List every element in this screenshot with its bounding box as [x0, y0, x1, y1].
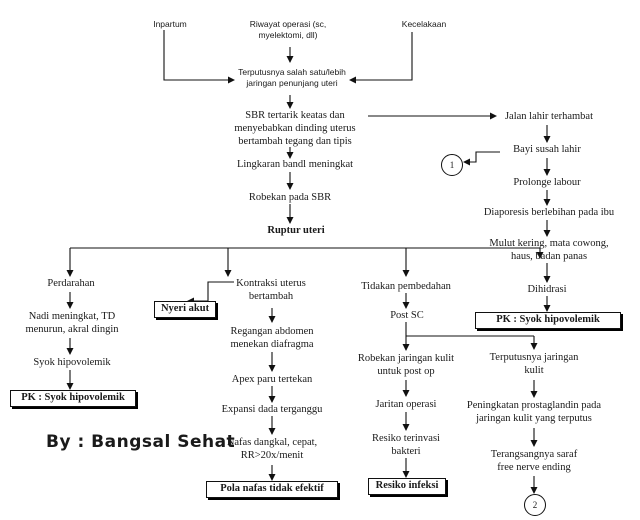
node-expansi-dada: Expansi dada terganggu [221, 404, 323, 415]
kontraksi-line-2: bertambah [248, 291, 294, 302]
regangan-line-2: menekan diafragma [230, 339, 314, 350]
box-pola-nafas: Pola nafas tidak efektif [206, 481, 338, 498]
node-robekan-sbr: Robekan pada SBR [248, 192, 332, 203]
resiko-line-2: bakteri [391, 446, 421, 457]
robekan-kulit-line-2: untuk post op [377, 366, 435, 377]
regangan-line-1: Regangan abdomen [230, 326, 314, 337]
node-lingkaran-bandl: Lingkaran bandl meningkat [236, 159, 354, 170]
sbr-line-1: SBR tertarik keatas dan [245, 110, 345, 121]
node-bayi-susah-lahir: Bayi susah lahir [513, 144, 581, 155]
mulut-line-1: Mulut kering, mata cowong, [489, 238, 609, 249]
arrow-kecelakaan [349, 32, 413, 84]
robekan-kulit-line-1: Robekan jaringan kulit [357, 353, 455, 364]
nafas-line-2: RR>20x/menit [240, 450, 304, 461]
node-resiko-terinvasi: Resiko terinvasi bakteri [360, 432, 452, 458]
node-prolonge-labour: Prolonge labour [513, 177, 581, 188]
peningkatan-line-2: jaringan kulit yang terputus [476, 413, 592, 424]
connector-2: 2 [524, 494, 546, 516]
terputusnya-kulit-line-2: kulit [524, 365, 544, 376]
node-nadi-meningkat: Nadi meningkat, TD menurun, akral dingin [16, 310, 128, 336]
node-tidakan-pembedahan: Tidakan pembedahan [361, 281, 451, 292]
kontraksi-line-1: Kontraksi uterus [236, 278, 306, 289]
arrow-inpartum [163, 30, 235, 84]
node-inpartum: Inpartum [153, 19, 187, 29]
node-terangsang-saraf: Terangsangnya saraf free nerve ending [484, 448, 584, 474]
node-sbr-tertarik: SBR tertarik keatas dan menyebabkan dind… [222, 109, 368, 148]
riwayat-line-1: Riwayat operasi (sc, [249, 19, 327, 29]
node-dihidrasi: Dihidrasi [527, 284, 567, 295]
node-kontraksi-uterus: Kontraksi uterus bertambah [226, 277, 316, 303]
terangsang-line-1: Terangsangnya saraf [490, 449, 578, 460]
node-diaporesis: Diaporesis berlebihan pada ibu [483, 207, 615, 218]
mulut-line-2: haus, badan panas [510, 251, 588, 262]
nadi-line-2: menurun, akral dingin [25, 324, 119, 335]
peningkatan-line-1: Peningkatan prostaglandin pada [466, 400, 602, 411]
node-jaritan-operasi: Jaritan operasi [375, 399, 437, 410]
terputus-line-2: jaringan penunjang uteri [246, 78, 338, 88]
node-syok-hipovolemik: Syok hipovolemik [33, 357, 111, 368]
node-apex-paru: Apex paru tertekan [231, 374, 313, 385]
node-peningkatan-prostaglandin: Peningkatan prostaglandin pada jaringan … [460, 399, 608, 425]
box-pk-syok-left: PK : Syok hipovolemik [10, 390, 136, 407]
node-nafas-dangkal: Nafas dangkal, cepat, RR>20x/menit [214, 436, 330, 462]
node-ruptur-uteri: Ruptur uteri [267, 225, 325, 236]
box-resiko-infeksi: Resiko infeksi [368, 478, 446, 495]
node-jalan-lahir: Jalan lahir terhambat [504, 111, 594, 122]
nadi-line-1: Nadi meningkat, TD [28, 311, 116, 322]
node-regangan-abdomen: Regangan abdomen menekan diafragma [220, 325, 324, 351]
author-signature: By : Bangsal Sehat [46, 432, 236, 452]
terputus-line-1: Terputusnya salah satu/lebih [238, 67, 346, 77]
arrow-to-connector-1 [463, 151, 500, 166]
terputusnya-kulit-line-1: Terputusnya jaringan [489, 352, 579, 363]
box-nyeri-akut: Nyeri akut [154, 301, 216, 318]
node-terputusnya-jaringan: Terputusnya salah satu/lebih jaringan pe… [222, 67, 362, 89]
node-perdarahan: Perdarahan [47, 278, 95, 289]
riwayat-line-2: myelektomi, dll) [258, 30, 318, 40]
node-terputusnya-jaringan-kulit: Terputusnya jaringan kulit [478, 351, 590, 377]
node-riwayat-operasi: Riwayat operasi (sc, myelektomi, dll) [226, 19, 350, 41]
resiko-line-1: Resiko terinvasi [372, 433, 440, 444]
node-robekan-jaringan-kulit: Robekan jaringan kulit untuk post op [344, 352, 468, 378]
sbr-line-2: menyebabkan dinding uterus [234, 123, 356, 134]
terangsang-line-2: free nerve ending [497, 462, 571, 473]
node-kecelakaan: Kecelakaan [401, 19, 447, 29]
connector-1: 1 [441, 154, 463, 176]
nafas-line-1: Nafas dangkal, cepat, [226, 437, 318, 448]
box-pk-syok-right: PK : Syok hipovolemik [475, 312, 621, 329]
node-mulut-kering: Mulut kering, mata cowong, haus, badan p… [476, 237, 622, 263]
sbr-line-3: bertambah tegang dan tipis [238, 136, 352, 147]
node-post-sc: Post SC [390, 310, 424, 321]
